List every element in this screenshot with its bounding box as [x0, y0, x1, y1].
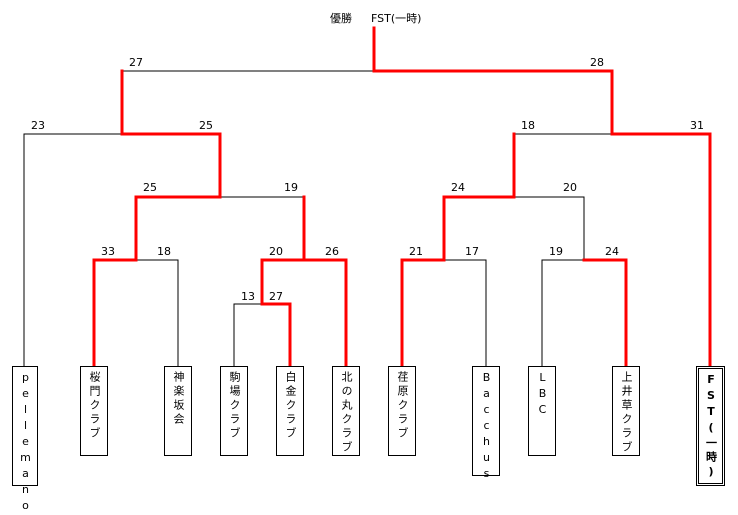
team-name: pellemano — [19, 371, 32, 515]
team-name: 白金クラブ — [284, 371, 297, 441]
score-r1-kagurazaka: 18 — [157, 245, 171, 258]
team-box-lbc: LBC — [528, 366, 556, 456]
team-box-shirokane-club: 白金クラブ — [276, 366, 304, 456]
tournament-bracket: 優勝 FST(一時) 27 28 23 25 18 31 25 19 24 20… — [12, 10, 725, 515]
score-qf1-left: 25 — [143, 181, 157, 194]
champion-name: FST(一時) — [371, 12, 422, 25]
team-name: 神楽坂会 — [172, 371, 185, 427]
score-r1-kamiigusa: 24 — [605, 245, 619, 258]
score-semi1-right: 25 — [199, 119, 213, 132]
score-r0-komaba: 13 — [241, 290, 255, 303]
score-qf1-right: 19 — [284, 181, 298, 194]
team-name: 北の丸クラブ — [340, 371, 353, 455]
score-semi2-right: 31 — [690, 119, 704, 132]
score-r1-lbc: 19 — [549, 245, 563, 258]
team-box-ebara-club: 荏原クラブ — [388, 366, 416, 456]
score-r1-ebara: 21 — [409, 245, 423, 258]
team-name: FST(一時) — [704, 373, 718, 481]
team-box-bacchus: Bacchus — [472, 366, 500, 483]
team-box-komaba-club: 駒場クラブ — [220, 366, 248, 456]
team-box-kagurazaka-kai: 神楽坂会 — [164, 366, 192, 456]
score-qf2-right: 20 — [563, 181, 577, 194]
team-name: Bacchus — [480, 371, 493, 483]
score-r0-shirokane: 27 — [269, 290, 283, 303]
score-semi2-left: 18 — [521, 119, 535, 132]
team-box-fst-ichiji: FST(一時) — [696, 366, 725, 486]
bracket-lines — [23, 26, 712, 368]
score-r1-pre-komaba-shirokane: 20 — [269, 245, 283, 258]
team-name: 駒場クラブ — [228, 371, 241, 441]
score-r1-bacchus: 17 — [465, 245, 479, 258]
team-box-kamiigusa-club: 上井草クラブ — [612, 366, 640, 456]
champion-label: 優勝 — [330, 12, 352, 25]
champion-title: 優勝 FST(一時) — [330, 10, 421, 26]
team-name: 上井草クラブ — [620, 371, 633, 455]
score-qf2-left: 24 — [451, 181, 465, 194]
team-name: 桜門クラブ — [88, 371, 101, 441]
team-name: 荏原クラブ — [396, 371, 409, 441]
team-box-pellemano: pellemano — [12, 366, 38, 515]
score-final-left: 27 — [129, 56, 143, 69]
team-box-oumon-club: 桜門クラブ — [80, 366, 108, 456]
score-final-right: 28 — [590, 56, 604, 69]
score-r1-kitanomaru: 26 — [325, 245, 339, 258]
team-box-kitanomaru-club: 北の丸クラブ — [332, 366, 360, 456]
score-semi1-left: 23 — [31, 119, 45, 132]
score-r1-oumon: 33 — [101, 245, 115, 258]
team-name: LBC — [536, 371, 549, 419]
